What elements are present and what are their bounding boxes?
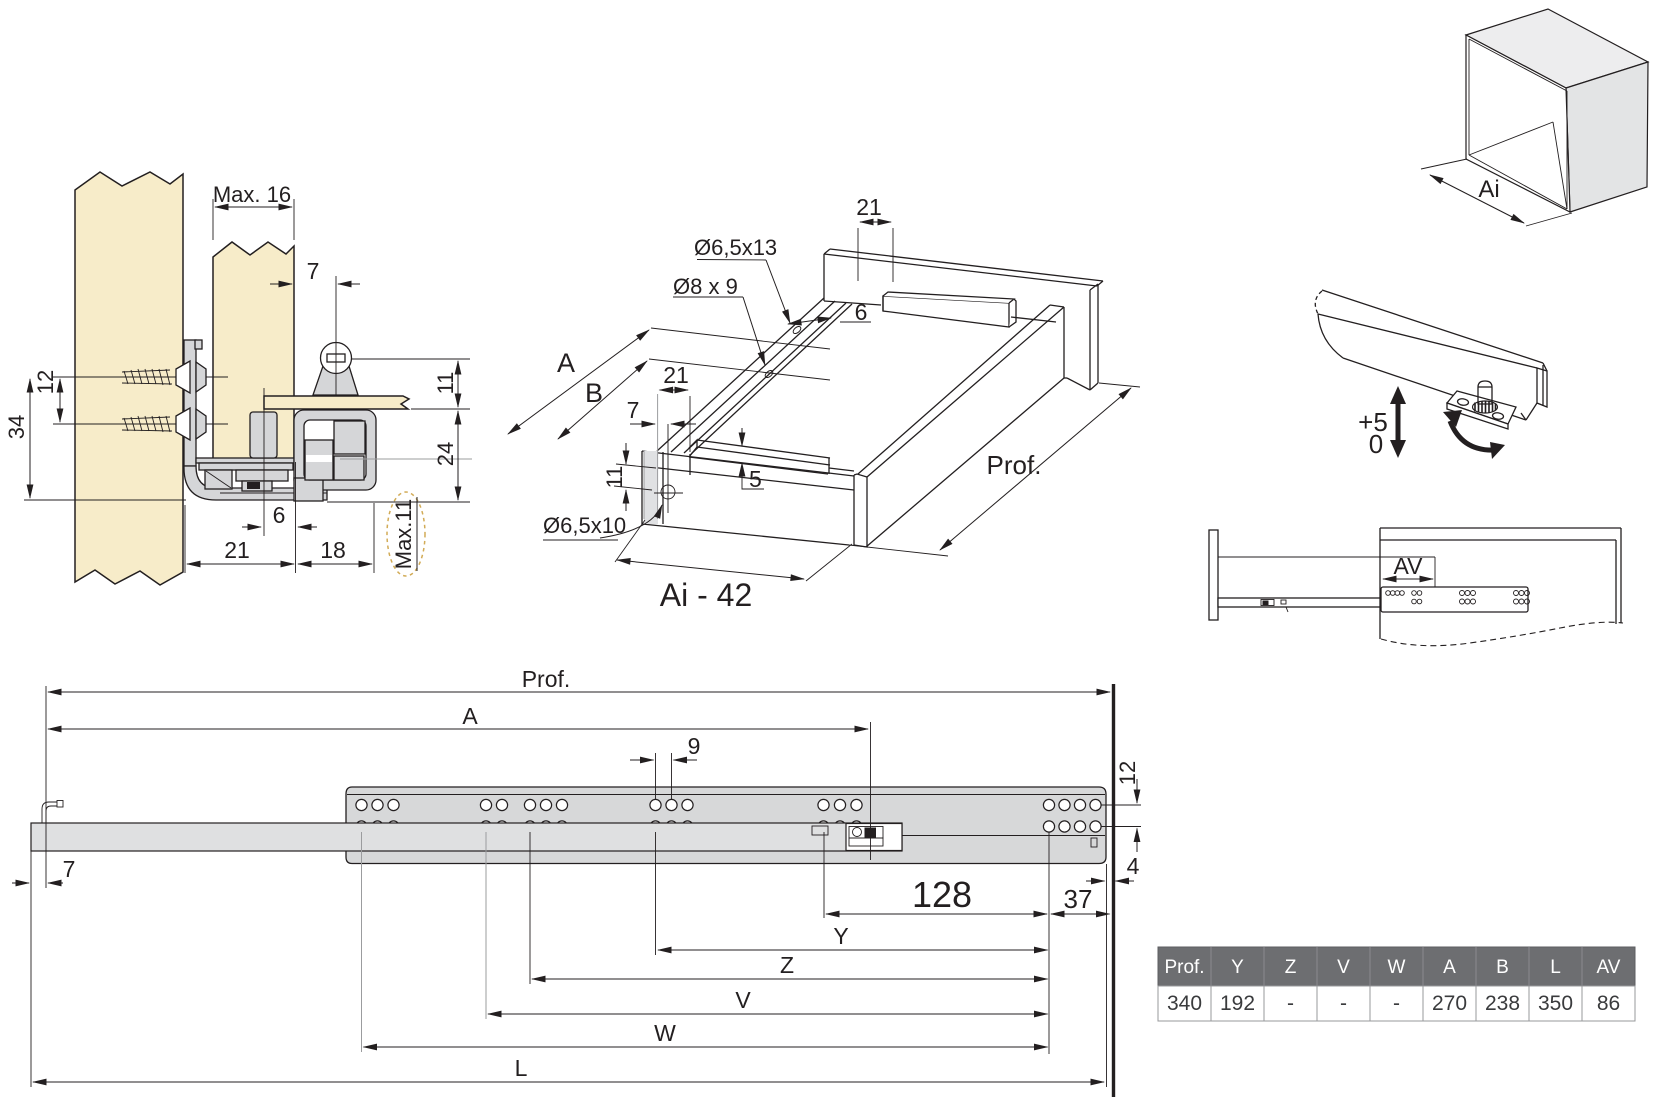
svg-text:Prof.: Prof. — [987, 450, 1042, 480]
svg-text:128: 128 — [912, 874, 972, 915]
svg-text:A: A — [462, 703, 478, 729]
svg-text:+5: +5 — [1358, 407, 1388, 437]
svg-text:7: 7 — [307, 258, 320, 284]
svg-text:Ai - 42: Ai - 42 — [660, 577, 752, 613]
svg-text:5: 5 — [749, 466, 762, 492]
svg-text:Z: Z — [1285, 957, 1297, 978]
svg-text:Y: Y — [1231, 957, 1244, 978]
svg-text:21: 21 — [663, 362, 689, 388]
svg-text:L: L — [1550, 957, 1561, 978]
svg-text:6: 6 — [273, 502, 286, 528]
svg-text:V: V — [735, 987, 751, 1013]
svg-text:7: 7 — [627, 397, 640, 423]
svg-text:21: 21 — [224, 537, 250, 563]
svg-text:270: 270 — [1432, 992, 1467, 1015]
svg-text:Ø8 x 9: Ø8 x 9 — [673, 274, 738, 299]
svg-text:12: 12 — [33, 370, 58, 394]
svg-text:-: - — [1287, 992, 1294, 1015]
svg-text:9: 9 — [688, 733, 701, 759]
svg-text:A: A — [1443, 957, 1456, 978]
svg-text:11: 11 — [602, 466, 627, 489]
svg-text:-: - — [1340, 992, 1347, 1015]
svg-text:4: 4 — [1127, 853, 1140, 879]
svg-text:34: 34 — [4, 415, 29, 439]
svg-text:Max. 16: Max. 16 — [213, 182, 291, 207]
svg-text:Y: Y — [833, 923, 848, 949]
svg-text:Max.11: Max.11 — [391, 499, 416, 570]
svg-text:6: 6 — [855, 299, 868, 325]
svg-text:W: W — [1388, 957, 1406, 978]
svg-text:Ai: Ai — [1478, 176, 1499, 203]
svg-text:192: 192 — [1220, 992, 1255, 1015]
svg-text:7: 7 — [63, 856, 76, 882]
svg-text:AV: AV — [1597, 957, 1621, 978]
svg-text:12: 12 — [1115, 761, 1140, 785]
svg-text:B: B — [585, 378, 603, 408]
svg-text:24: 24 — [433, 442, 458, 466]
svg-text:37: 37 — [1064, 884, 1093, 914]
svg-text:11: 11 — [433, 372, 458, 395]
svg-text:350: 350 — [1538, 992, 1573, 1015]
svg-text:238: 238 — [1485, 992, 1520, 1015]
svg-text:Ø6,5x10: Ø6,5x10 — [543, 513, 626, 538]
svg-text:B: B — [1496, 957, 1509, 978]
svg-text:0: 0 — [1369, 429, 1383, 459]
svg-text:86: 86 — [1597, 992, 1620, 1015]
svg-text:Prof.: Prof. — [1164, 957, 1204, 978]
svg-text:A: A — [557, 348, 575, 378]
svg-text:Ø6,5x13: Ø6,5x13 — [694, 235, 777, 260]
svg-text:-: - — [1393, 992, 1400, 1015]
svg-text:Prof.: Prof. — [522, 666, 571, 692]
svg-text:21: 21 — [856, 194, 882, 220]
svg-text:L: L — [515, 1055, 528, 1081]
svg-text:V: V — [1337, 957, 1350, 978]
svg-text:340: 340 — [1167, 992, 1202, 1015]
svg-text:Z: Z — [780, 952, 794, 978]
svg-text:18: 18 — [320, 537, 346, 563]
svg-text:AV: AV — [1394, 553, 1424, 579]
svg-text:W: W — [654, 1020, 676, 1046]
